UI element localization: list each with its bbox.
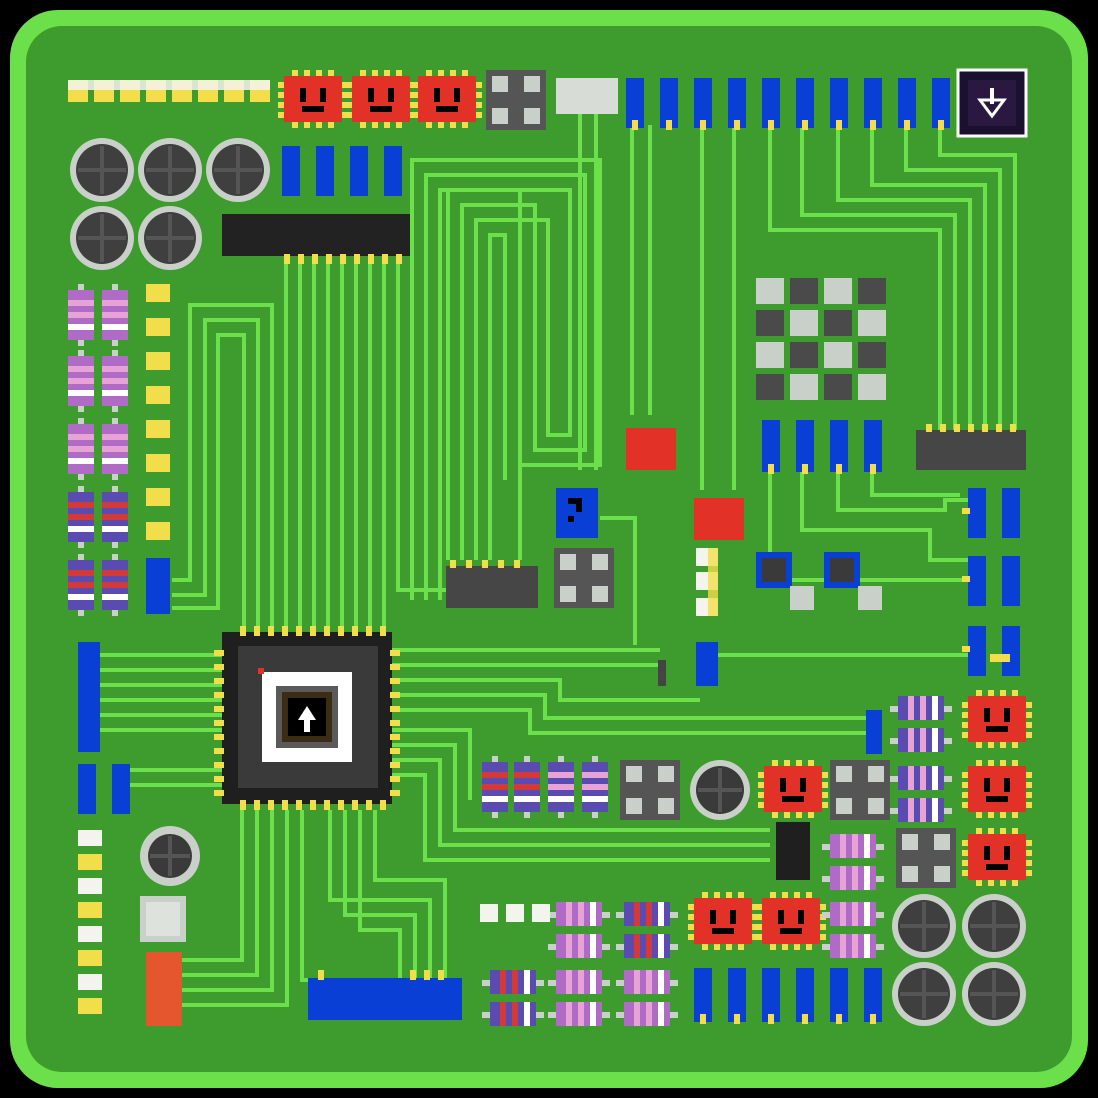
quad-pad [486, 70, 546, 130]
resistors-bottom [482, 696, 952, 1026]
smiley-chip [756, 892, 826, 950]
white-connector [556, 78, 618, 114]
header-pin [626, 78, 644, 128]
capacitor-bottom-left [140, 826, 200, 942]
blue-pad-center [696, 642, 718, 686]
smiley-chip [688, 892, 758, 950]
capacitors-bottom-right [892, 894, 1026, 1026]
smiley-chip [346, 70, 416, 128]
header-pin [864, 78, 882, 128]
bottom-blue-header [308, 970, 462, 1020]
smiley-chip [962, 828, 1032, 886]
resistors-left [68, 284, 128, 616]
smiley-chip [412, 70, 482, 128]
red-chips [278, 70, 1032, 950]
bottom-left-leds [78, 830, 102, 1014]
header-pin [762, 78, 780, 128]
smiley-chip [278, 70, 348, 128]
blue-bar-left [78, 642, 100, 752]
cpu-chip [214, 626, 400, 810]
yellow-led-column [146, 284, 170, 540]
down-arrow-exit-icon [977, 98, 1007, 119]
blue-bar-left-2 [78, 764, 96, 814]
smiley-chip [962, 760, 1032, 818]
header-pin [728, 78, 746, 128]
blue-posts [762, 420, 882, 474]
top-led-row [68, 80, 270, 102]
blue-header-small [282, 146, 402, 196]
blue-bar-left-3 [112, 764, 130, 814]
header-pin [694, 78, 712, 128]
small-dark-pad [658, 660, 666, 686]
small-leds-center [696, 548, 718, 616]
transistors [756, 552, 882, 610]
orange-connector [146, 952, 182, 1026]
top-blue-header [626, 78, 950, 130]
quad-pads [486, 70, 956, 888]
header-pin [660, 78, 678, 128]
capacitor-mid [690, 760, 750, 820]
blue-pad-right-small [866, 710, 882, 754]
smiley-chip [758, 760, 828, 818]
quad-pad [620, 760, 680, 820]
small-yellow-leds-bottom [480, 904, 550, 922]
long-black-connector [222, 214, 410, 264]
smiley-chip [962, 690, 1032, 748]
traces [100, 112, 1017, 1007]
bottom-blue-posts [694, 968, 882, 1024]
exit-button[interactable] [956, 68, 1028, 138]
quad-pad [830, 760, 890, 820]
capacitors-top-left [70, 138, 270, 270]
header-pin [830, 78, 848, 128]
dark-pad-bottom [776, 822, 810, 880]
header-pin [898, 78, 916, 128]
quad-pad [896, 828, 956, 888]
quad-pad [554, 548, 614, 608]
blue-connector-left [146, 558, 170, 614]
red-block-2 [694, 498, 744, 540]
right-blue-pads [962, 488, 1020, 676]
up-arrow-cpu-icon [298, 706, 316, 732]
gray-pad-grid [756, 278, 886, 400]
blue-puzzle-block[interactable] [556, 488, 598, 538]
cpu-button[interactable] [288, 698, 326, 736]
dark-connector-mid [446, 560, 538, 608]
header-pin [796, 78, 814, 128]
header-pin [932, 78, 950, 128]
red-block-1 [626, 428, 676, 470]
dark-connector-right [916, 424, 1026, 470]
